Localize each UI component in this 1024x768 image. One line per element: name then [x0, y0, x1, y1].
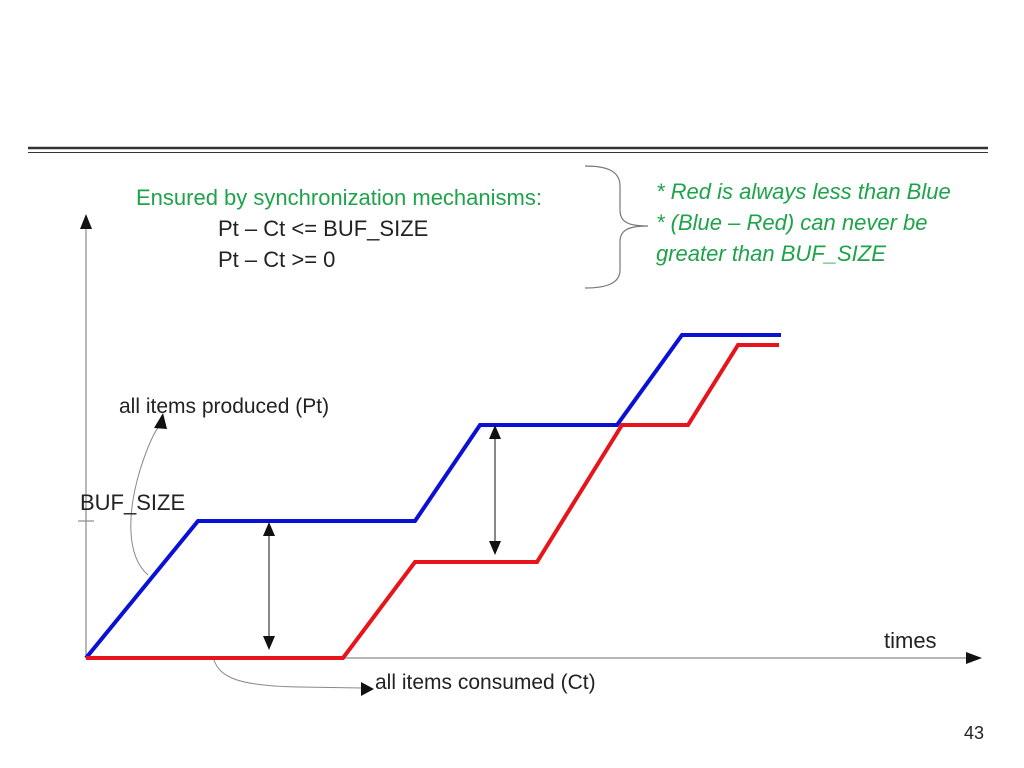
- produced-label: all items produced (Pt): [119, 395, 330, 418]
- produced-line: [84, 333, 781, 660]
- times-axis-label: times: [884, 628, 937, 653]
- gap-arrow-1: [263, 522, 275, 650]
- sync-heading: Ensured by synchronization mechanisms:: [136, 185, 542, 210]
- consumed-callout-curve: [213, 659, 363, 689]
- gap-arrow-2: [489, 425, 501, 555]
- produced-callout-curve: [130, 424, 161, 576]
- x-axis-arrowhead: [966, 652, 982, 664]
- note-line-1: * Red is always less than Blue: [656, 179, 951, 204]
- curly-brace: [584, 165, 649, 289]
- consumed-line: [86, 343, 779, 660]
- note-line-2: * (Blue – Red) can never be: [656, 210, 928, 235]
- consumed-label: all items consumed (Ct): [375, 671, 596, 694]
- produced-callout-arrowhead: [154, 413, 167, 429]
- y-axis-arrowhead: [80, 214, 92, 229]
- constraint-upper-bound: Pt – Ct <= BUF_SIZE: [218, 216, 429, 241]
- buf-size-label: BUF_SIZE: [80, 490, 186, 515]
- page-number: 43: [964, 723, 985, 743]
- consumed-callout-arrowhead: [361, 682, 374, 696]
- note-line-3: greater than BUF_SIZE: [656, 241, 886, 266]
- constraint-lower-bound: Pt – Ct >= 0: [218, 247, 336, 272]
